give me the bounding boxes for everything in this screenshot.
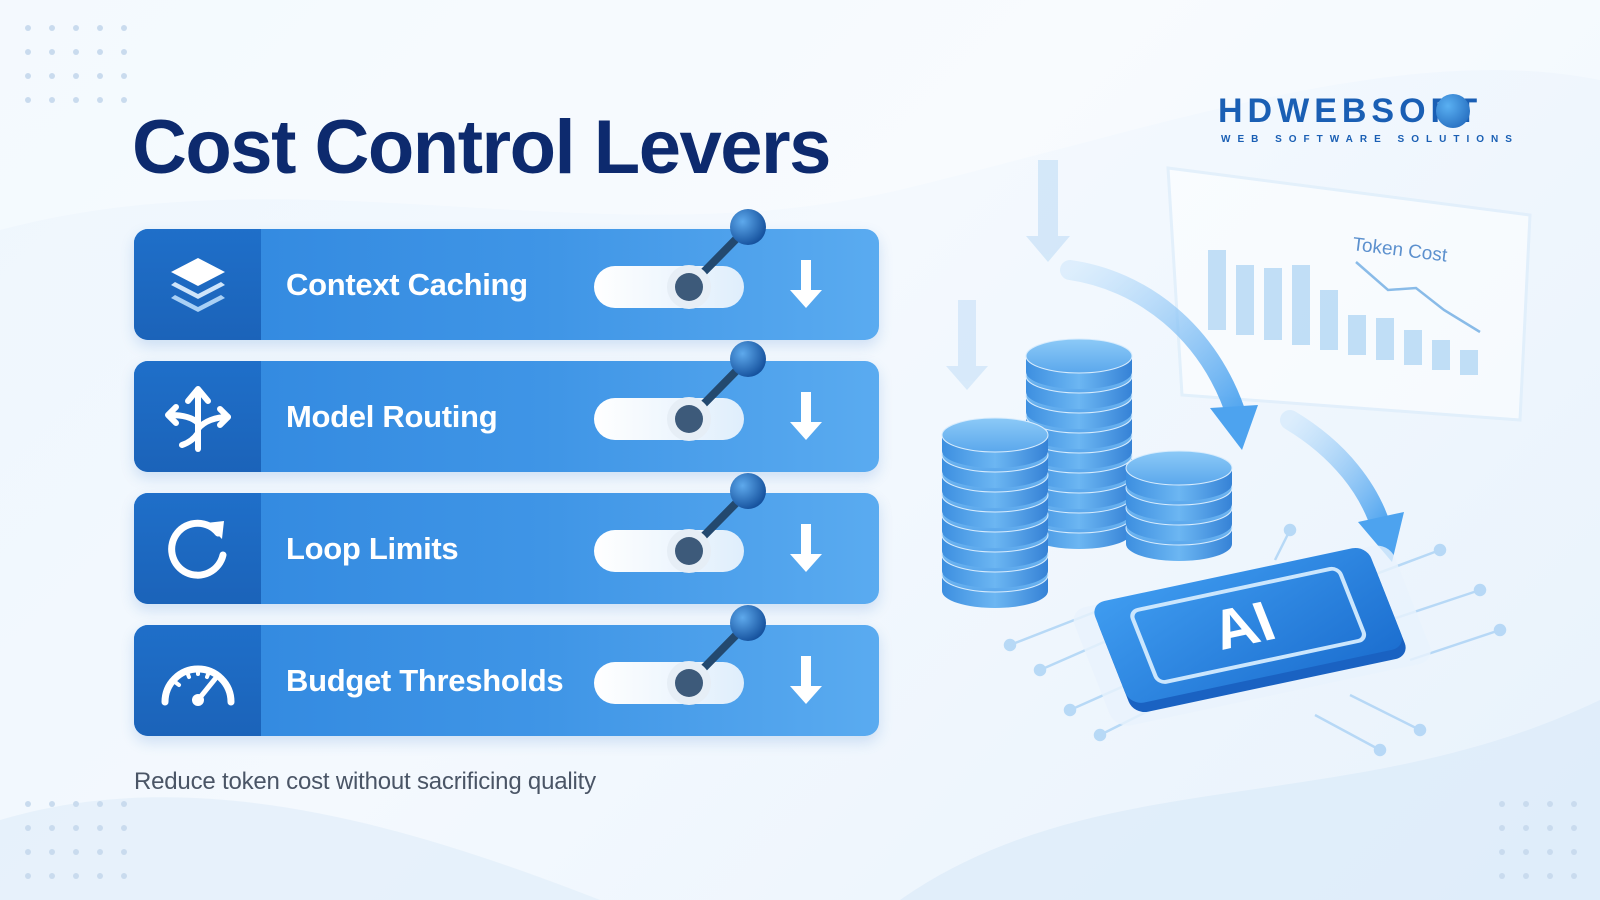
lever-loop-limits[interactable]: Loop Limits xyxy=(134,473,879,604)
lever-knob xyxy=(730,605,766,641)
lever-icon-container xyxy=(134,493,261,604)
brand-logo: HDWEBSOFT WEB SOFTWARE SOLUTIONS xyxy=(1218,92,1518,148)
curved-arrow-head xyxy=(1358,512,1404,562)
brand-tagline: WEB SOFTWARE SOLUTIONS xyxy=(1221,134,1519,145)
coin-stack-left xyxy=(941,417,1049,609)
caption: Reduce token cost without sacrificing qu… xyxy=(134,768,596,795)
layers-icon xyxy=(170,257,225,312)
curved-arrow-icon xyxy=(1280,410,1392,540)
dot-grid-bottom-left xyxy=(25,801,127,879)
lever-label: Context Caching xyxy=(286,267,528,302)
curved-arrow-head xyxy=(1210,405,1258,450)
lever-icon-container xyxy=(134,625,261,736)
toggle-switch[interactable] xyxy=(594,204,774,344)
token-cost-panel: Token Cost xyxy=(1166,166,1532,422)
faint-arrow-down-icon xyxy=(1026,160,1070,262)
cost-illustration: Token Cost xyxy=(941,160,1532,757)
curved-arrow-icon xyxy=(1060,260,1248,430)
lever-icon-container xyxy=(134,229,261,340)
dot-grid-bottom-right xyxy=(1499,801,1577,879)
arrow-down-icon xyxy=(790,524,822,572)
dot-grid-top-left xyxy=(25,25,127,103)
lever-knob xyxy=(730,209,766,245)
toggle-switch[interactable] xyxy=(594,600,774,740)
arrow-down-icon xyxy=(790,260,822,308)
coin-stack-short xyxy=(1125,450,1233,562)
page-title: Cost Control Levers xyxy=(132,105,831,190)
lever-knob xyxy=(730,341,766,377)
lever-icon-container xyxy=(134,361,261,472)
globe-icon xyxy=(1436,94,1470,128)
faint-arrow-down-icon xyxy=(946,300,988,390)
pivot-inner xyxy=(675,669,703,697)
ai-chip: AI xyxy=(1073,545,1431,726)
lever-label: Loop Limits xyxy=(286,531,459,566)
lever-context-caching[interactable]: Context Caching xyxy=(134,209,879,340)
split-route-icon xyxy=(164,385,231,452)
pivot-inner xyxy=(675,405,703,433)
pivot-inner xyxy=(675,273,703,301)
panel-bar-chart xyxy=(1208,250,1478,375)
lever-budget-thresholds[interactable]: Budget Thresholds xyxy=(134,605,879,736)
lever-list: Context Caching xyxy=(134,209,879,757)
panel-trend-line xyxy=(1355,261,1481,334)
lever-label: Budget Thresholds xyxy=(286,663,564,698)
lever-model-routing[interactable]: Model Routing xyxy=(134,341,879,472)
arrow-down-icon xyxy=(790,656,822,704)
refresh-icon xyxy=(167,519,226,579)
brand-name: HDWEBSOFT xyxy=(1218,92,1483,130)
lever-knob xyxy=(730,473,766,509)
arrow-down-icon xyxy=(790,392,822,440)
toggle-switch[interactable] xyxy=(594,336,774,476)
pivot-inner xyxy=(675,537,703,565)
toggle-switch[interactable] xyxy=(594,468,774,608)
gauge-icon xyxy=(161,665,234,706)
lever-label: Model Routing xyxy=(286,399,498,434)
